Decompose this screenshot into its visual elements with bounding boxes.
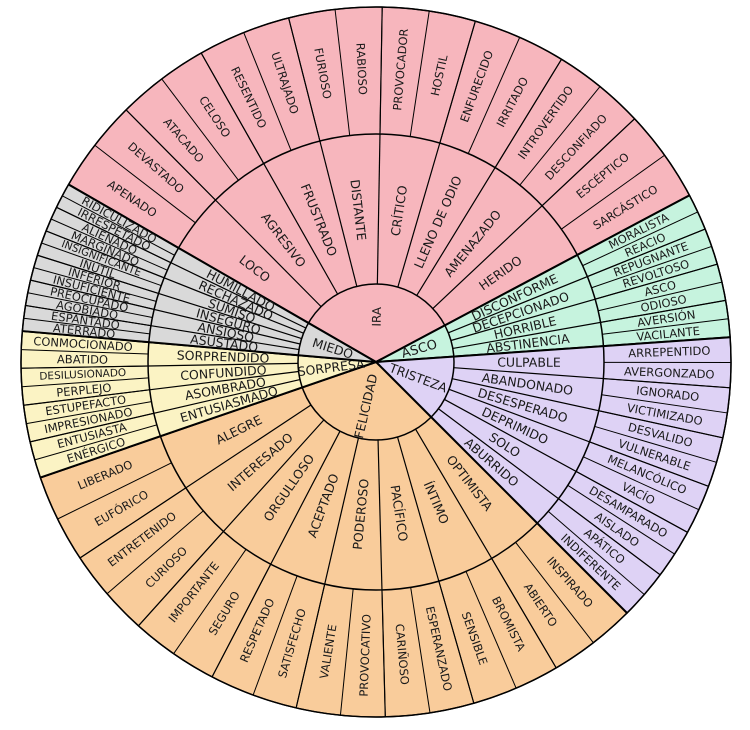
divider [25,304,151,327]
divider [295,584,326,709]
divider [57,462,172,520]
sector-boundary [40,361,377,479]
tertiary-label: CARIÑOSO [393,623,413,685]
divider [519,86,601,186]
divider [62,195,175,256]
outer-ring [20,6,732,718]
divider [29,412,154,443]
divider [41,242,162,287]
divider [594,425,717,463]
secondary-label: SORPRENDIDO [176,348,269,366]
divider [583,456,700,511]
tertiary-label: IGNORADO [636,383,700,404]
sector-boundary [375,361,628,614]
divider [30,279,155,310]
divider [27,292,153,319]
tertiary-label: ARREPENTIDO [628,344,711,361]
sector-boundary [68,183,377,363]
tertiary-label: AVERGONZADO [624,364,715,381]
divider [491,558,557,669]
divider [379,7,383,135]
divider [603,378,731,389]
divider [243,32,292,151]
divider [56,206,172,264]
divider [334,9,351,136]
divider [45,230,165,279]
sector-boundary [375,194,690,363]
divider [575,470,688,533]
divider [439,21,476,144]
divider [21,349,149,355]
divider [339,588,354,716]
divider [598,281,723,312]
tertiary-label: VACILANTE [636,324,701,344]
secondary-label: DISTANTE [347,179,369,242]
tertiary-label: PERPLEJO [56,381,112,400]
divider [211,564,272,678]
inner-ring [297,283,455,441]
secondary-label: CONFUNDIDO [180,362,267,383]
sector-sorpresa: SORPRESAENTUSIASMADOASOMBRADOCONFUNDIDOS… [20,330,377,479]
divider [33,267,157,302]
divider [37,254,159,294]
divider [161,78,239,181]
divider [23,389,150,406]
divider [558,498,661,576]
divider [587,228,706,278]
divider [173,549,247,654]
divider [567,484,675,555]
divider [601,394,728,414]
divider [125,109,216,201]
divider [467,37,521,154]
divider [595,263,718,300]
divider [494,59,562,168]
divider [438,581,475,704]
secondary-label: PODEROSO [350,478,372,551]
sector-boundary [375,336,731,363]
divider [200,52,265,164]
divider [21,365,149,369]
divider [252,575,298,696]
divider [600,299,726,323]
divider [598,410,723,439]
divider [79,487,187,559]
tertiary-label: DESILUSIONADO [39,367,126,383]
primary-label: IRA [370,306,384,327]
divider [591,245,712,289]
divider [582,211,698,267]
divider [138,531,224,627]
divider [541,118,635,207]
divider [106,510,204,595]
tertiary-label: PROVOCATIVO [357,614,374,697]
divider [515,541,594,643]
divider [21,377,149,388]
divider [381,589,386,717]
divider [288,17,321,142]
tertiary-label: PROVOCADOR [390,28,411,111]
middle-ring [147,133,605,591]
divider [94,144,196,224]
secondary-label: CULPABLE [497,355,561,370]
divider [26,401,152,425]
sector-felicidad: FELICIDADOPTIMISTAÍNTIMOPACÍFICOPODEROSO… [39,361,628,718]
tertiary-label: RABIOSO [353,42,370,95]
divider [50,218,168,271]
tertiary-label: ATERRADO [52,321,116,342]
tertiary-label: ABATIDO [57,352,108,366]
divider [34,424,157,461]
sector-asco: ASCODISCONFORMEDECEPCIONADOHORRIBLEABSTI… [375,194,731,363]
divider [409,10,430,137]
divider [561,154,665,230]
divider [410,587,431,713]
divider [465,571,517,689]
divider [23,317,150,335]
divider [602,318,729,335]
sector-boundary [22,330,377,363]
divider [589,441,709,487]
divider [547,510,645,595]
